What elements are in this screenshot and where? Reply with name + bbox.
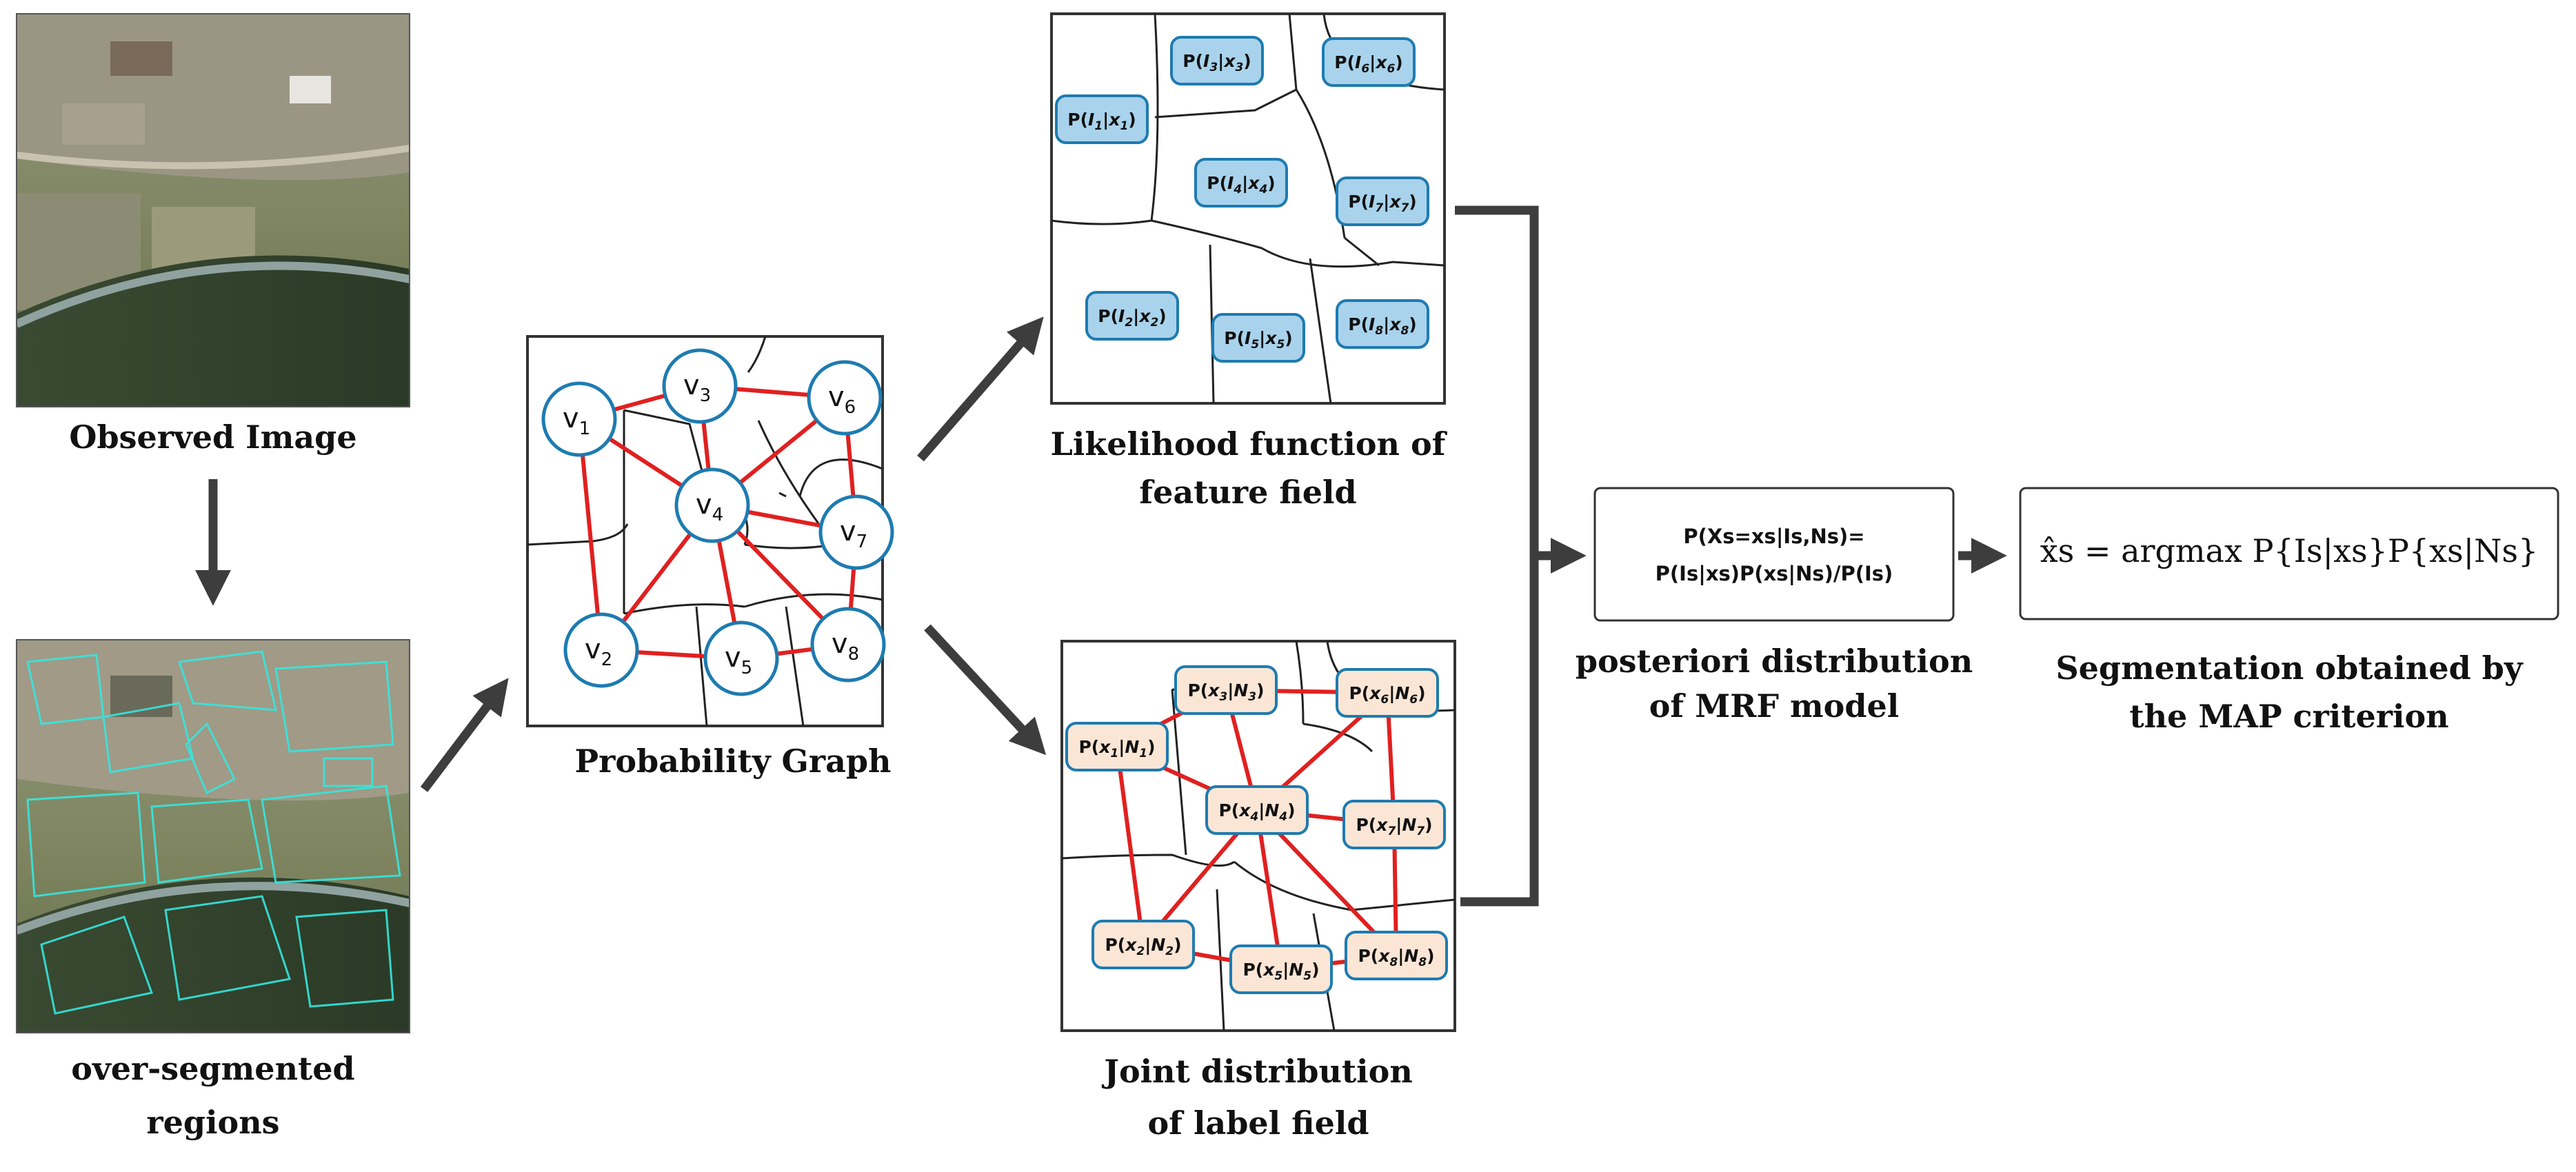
- svg-text:P(x1|N1): P(x1|N1): [1078, 737, 1155, 760]
- likelihood-node-8: P(I8|x8): [1336, 299, 1429, 349]
- svg-text:v6: v6: [828, 381, 856, 418]
- map-formula: x̂s = argmax P{Is|xs}P{xs|Ns}: [2040, 532, 2539, 569]
- graph-caption: Probability Graph: [575, 742, 892, 780]
- posterior-caption-line1: posteriori distribution: [1576, 643, 1973, 680]
- joint-caption-line2: of label field: [1147, 1104, 1369, 1142]
- svg-text:P(I7|x7): P(I7|x7): [1348, 192, 1416, 215]
- svg-text:P(x6|N6): P(x6|N6): [1349, 683, 1425, 707]
- joint-field: P(x1|N1) P(x2|N2) P(x3|N3) P(x4|N4) P(x5|N5)…: [1060, 640, 1456, 1032]
- graph-node-v7: v7: [818, 494, 894, 570]
- graph-node-v4: v4: [674, 467, 750, 543]
- svg-text:v2: v2: [585, 634, 612, 670]
- arrow-graph-to-likelihood: [917, 316, 1044, 462]
- observed-caption: Observed Image: [69, 418, 356, 456]
- posterior-caption-line2: of MRF model: [1649, 687, 1900, 725]
- svg-text:P(I4|x4): P(I4|x4): [1207, 173, 1275, 196]
- svg-text:P(I1|x1): P(I1|x1): [1067, 110, 1136, 133]
- joint-node-5: P(x5|N5): [1229, 944, 1333, 994]
- graph-node-v6: v6: [807, 360, 883, 436]
- svg-text:v8: v8: [832, 628, 859, 665]
- arrow-segmented-to-graph: [420, 678, 509, 792]
- likelihood-nodes: P(I1|x1) P(I2|x2) P(I3|x3) P(I4|x4) P(I5|x5)…: [1055, 36, 1429, 363]
- likelihood-field: P(I1|x1) P(I2|x2) P(I3|x3) P(I4|x4) P(I5|x5)…: [1050, 12, 1446, 405]
- segmented-caption-line1: over-segmented: [71, 1050, 354, 1087]
- svg-text:P(I8|x8): P(I8|x8): [1348, 314, 1416, 338]
- svg-text:v4: v4: [696, 489, 723, 525]
- svg-text:P(x3|N3): P(x3|N3): [1187, 680, 1264, 704]
- graph-node-v1: v1: [541, 381, 617, 457]
- graph-node-v2: v2: [563, 612, 639, 688]
- likelihood-node-4: P(I4|x4): [1194, 158, 1288, 208]
- svg-text:P(x5|N5): P(x5|N5): [1242, 960, 1319, 983]
- probability-graph: v1 v2 v3 v4 v5 v6 v7 v8: [526, 335, 894, 727]
- likelihood-node-5: P(I5|x5): [1211, 313, 1305, 363]
- merge-connector: [1455, 205, 1539, 907]
- map-caption-line1: Segmentation obtained by: [2055, 649, 2523, 687]
- likelihood-caption-line2: feature field: [1139, 474, 1356, 511]
- svg-text:P(x4|N4): P(x4|N4): [1218, 800, 1295, 824]
- observed-image: [17, 14, 410, 407]
- graph-node-v5: v5: [703, 620, 779, 696]
- joint-edge-4-5: [1255, 809, 1283, 970]
- map-caption-line2: the MAP criterion: [2129, 698, 2448, 735]
- arrow-graph-to-joint: [924, 624, 1047, 756]
- likelihood-node-2: P(I2|x2): [1085, 291, 1179, 341]
- svg-text:P(I3|x3): P(I3|x3): [1183, 51, 1251, 74]
- svg-text:P(x2|N2): P(x2|N2): [1105, 935, 1181, 958]
- svg-text:v1: v1: [563, 403, 590, 439]
- joint-caption-line1: Joint distribution: [1101, 1053, 1413, 1090]
- joint-edge-1-2: [1115, 746, 1145, 945]
- svg-text:v7: v7: [840, 516, 867, 552]
- joint-node-1: P(x1|N1): [1065, 722, 1169, 771]
- joint-node-2: P(x2|N2): [1091, 920, 1195, 969]
- likelihood-caption-line1: Likelihood function of: [1051, 425, 1448, 463]
- joint-nodes: P(x1|N1) P(x2|N2) P(x3|N3) P(x4|N4) P(x5|N5)…: [1065, 665, 1448, 994]
- svg-text:P(I2|x2): P(I2|x2): [1098, 306, 1166, 330]
- joint-node-6: P(x6|N6): [1336, 668, 1439, 718]
- likelihood-node-6: P(I6|x6): [1322, 37, 1416, 87]
- svg-text:P(I6|x6): P(I6|x6): [1334, 52, 1402, 76]
- svg-text:P(I5|x5): P(I5|x5): [1224, 328, 1292, 352]
- likelihood-node-7: P(I7|x7): [1336, 176, 1429, 226]
- posterior-formula-line2: P(Is|xs)P(xs|Ns)/P(Is): [1656, 562, 1893, 585]
- likelihood-node-1: P(I1|x1): [1055, 94, 1149, 144]
- graph-node-v8: v8: [810, 607, 886, 683]
- svg-text:P(x8|N8): P(x8|N8): [1358, 946, 1434, 969]
- graph-nodes: v1 v2 v3 v4 v5 v6 v7 v8: [541, 348, 894, 696]
- svg-text:v5: v5: [725, 642, 752, 678]
- joint-node-4: P(x4|N4): [1205, 785, 1309, 835]
- graph-node-v3: v3: [662, 348, 738, 424]
- posterior-formula-line1: P(Xs=xs|Is,Ns)=: [1683, 525, 1864, 548]
- svg-text:v3: v3: [683, 370, 711, 406]
- map-box: x̂s = argmax P{Is|xs}P{xs|Ns}: [2019, 487, 2559, 620]
- joint-node-8: P(x8|N8): [1345, 931, 1448, 980]
- posterior-box: P(Xs=xs|Is,Ns)= P(Is|xs)P(xs|Ns)/P(Is): [1593, 487, 1955, 622]
- segmented-caption-line2: regions: [146, 1104, 279, 1141]
- joint-node-7: P(x7|N7): [1342, 800, 1446, 849]
- graph-edge-v1-v2: [577, 418, 603, 651]
- likelihood-node-3: P(I3|x3): [1170, 36, 1264, 85]
- svg-text:P(x7|N7): P(x7|N7): [1356, 815, 1432, 838]
- joint-node-3: P(x3|N3): [1174, 665, 1278, 715]
- segmented-image: [17, 640, 410, 1033]
